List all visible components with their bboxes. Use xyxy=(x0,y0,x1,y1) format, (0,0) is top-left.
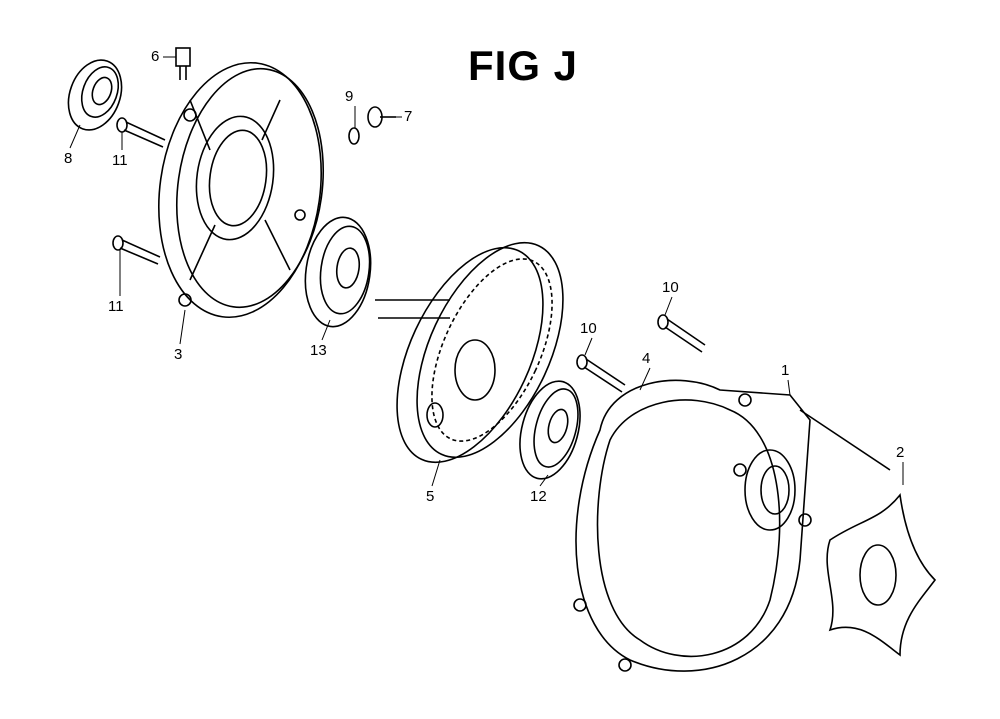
leader-lines xyxy=(69,56,904,487)
bolt-part-11-upper xyxy=(116,117,166,148)
callout-12: 12 xyxy=(530,488,547,505)
washer-part-9 xyxy=(348,127,360,145)
ring-gear-part-5 xyxy=(375,241,564,464)
callout-13: 13 xyxy=(310,342,327,359)
callout-2: 2 xyxy=(896,444,905,461)
bearing-part-13 xyxy=(304,216,372,328)
callout-11-upper: 11 xyxy=(112,152,128,169)
callout-1: 1 xyxy=(781,362,790,379)
rear-cover-part-3 xyxy=(158,61,325,319)
bolt-part-11-lower xyxy=(112,235,161,265)
callout-6: 6 xyxy=(151,48,160,65)
bolt-part-10-a xyxy=(657,314,706,353)
callout-8: 8 xyxy=(64,150,73,167)
callout-5: 5 xyxy=(426,488,435,505)
gasket-part-2 xyxy=(826,493,937,657)
bolt-part-7 xyxy=(367,106,396,128)
callout-4: 4 xyxy=(642,350,651,367)
callout-10-upper: 10 xyxy=(662,279,679,296)
callout-9: 9 xyxy=(345,88,354,105)
figure-title: FIG J xyxy=(468,42,579,89)
plug-bolt-part-6 xyxy=(175,47,191,80)
gear-case-part-1 xyxy=(573,379,891,672)
callout-3: 3 xyxy=(174,346,183,363)
bolt-part-10-b xyxy=(576,354,626,393)
bearing-part-12 xyxy=(519,380,581,480)
callout-10-lower: 10 xyxy=(580,320,597,337)
callout-11-lower: 11 xyxy=(108,298,124,315)
oil-seal-part-8 xyxy=(67,59,123,131)
callout-7: 7 xyxy=(404,108,413,125)
